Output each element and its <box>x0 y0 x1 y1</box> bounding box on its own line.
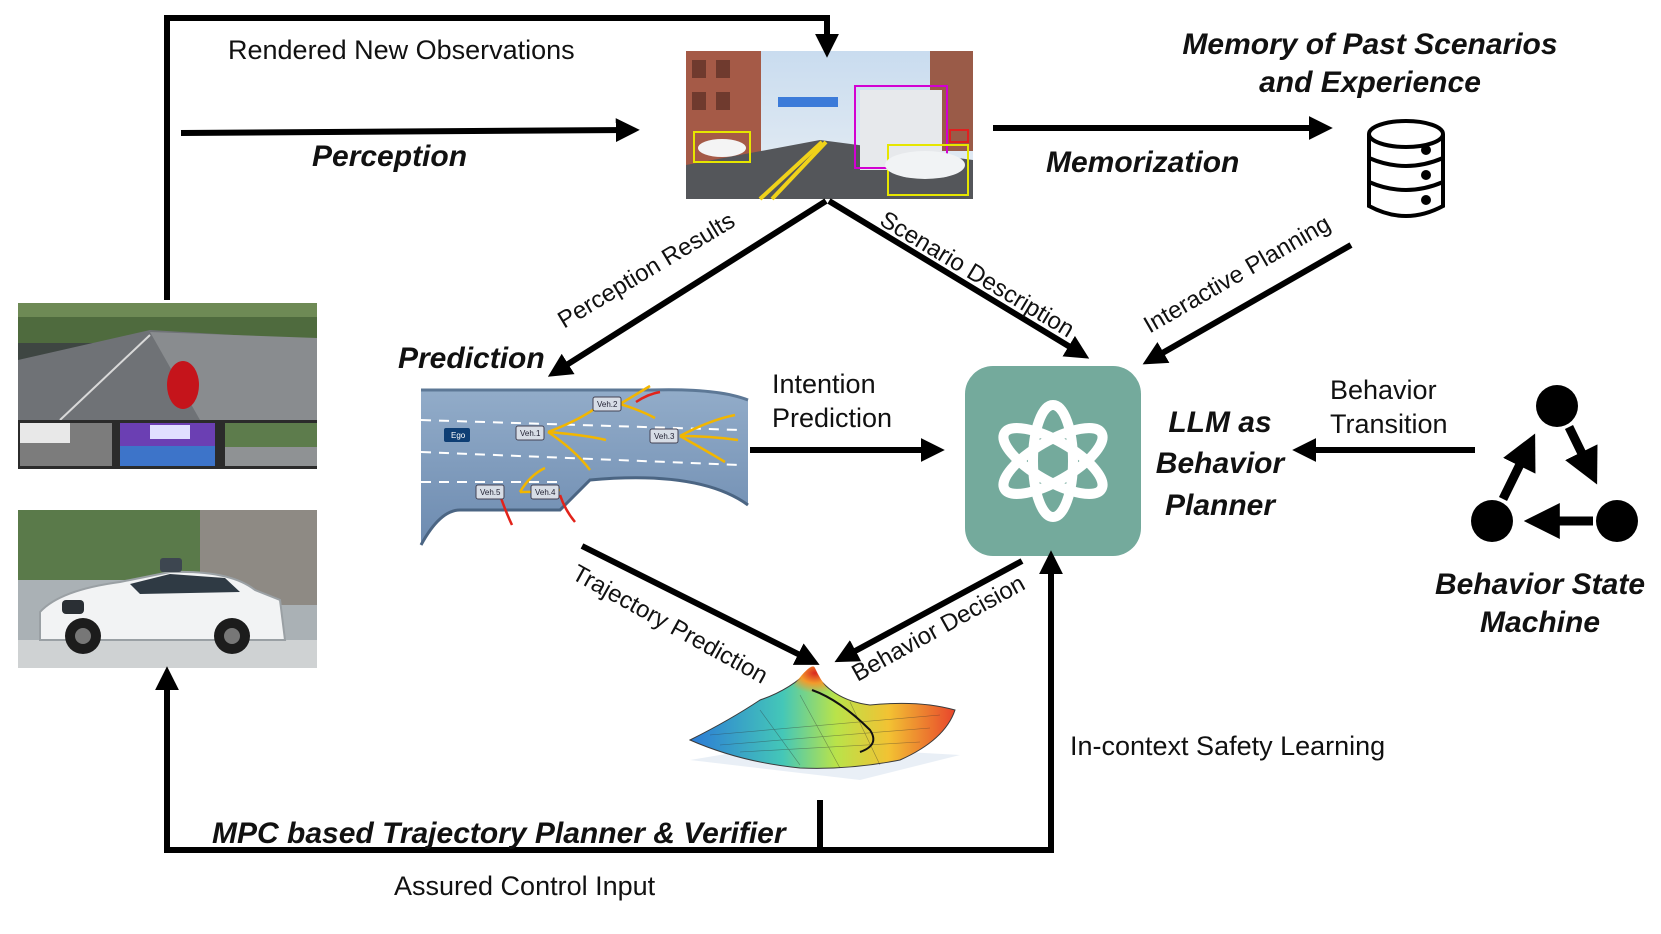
flow-arrows <box>155 15 1475 853</box>
label-assured-control-input: Assured Control Input <box>394 871 656 901</box>
vehicle-photo <box>18 510 317 668</box>
label-memory-line1: Memory of Past Scenarios <box>1182 28 1558 61</box>
arrow-behavior-decision <box>834 558 1024 663</box>
label-intention-prediction: Intention Prediction <box>772 368 892 436</box>
arrow-perception <box>180 118 640 143</box>
label-behavior-transition: Behavior Transition <box>1330 374 1448 442</box>
label-intention-line2: Prediction <box>772 402 893 433</box>
label-state-machine-line1: Behavior State <box>1434 568 1646 601</box>
cost-surface-plot <box>688 666 960 780</box>
arrow-interactive-planning <box>1142 242 1353 365</box>
road-label-veh3: Veh.3 <box>654 432 675 441</box>
label-llm-behavior-planner: LLM as Behavior Planner <box>1145 402 1295 526</box>
label-llm-line3: Planner <box>1164 488 1276 522</box>
perception-camera-image <box>686 51 973 201</box>
state-machine-icon <box>1471 385 1638 542</box>
label-behavior-transition-line1: Behavior <box>1330 375 1437 405</box>
label-intention-line1: Intention <box>772 369 876 399</box>
label-mpc-planner: MPC based Trajectory Planner & Verifier <box>212 817 786 850</box>
label-llm-line1: LLM as <box>1168 406 1272 439</box>
road-label-veh5: Veh.5 <box>480 488 501 497</box>
road-label-veh4: Veh.4 <box>535 488 556 497</box>
road-label-ego: Ego <box>451 431 466 440</box>
arrow-assured-control <box>155 666 820 853</box>
road-label-veh1: Veh.1 <box>520 429 541 438</box>
arrow-perception-results <box>547 198 828 377</box>
arrow-trajectory-prediction <box>580 543 820 665</box>
arrow-scenario-description <box>827 198 1090 359</box>
label-llm-line2: Behavior <box>1155 447 1285 481</box>
label-state-machine-line2: Machine <box>1479 605 1601 639</box>
arrow-rendered-observations <box>164 15 839 300</box>
label-prediction: Prediction <box>398 342 545 375</box>
label-memory-line2: and Experience <box>1259 65 1481 99</box>
label-in-context-safety-learning: In-context Safety Learning <box>1070 731 1386 761</box>
label-memory-title: Memory of Past Scenarios and Experience <box>1180 26 1560 101</box>
simulation-screenshot <box>18 303 317 469</box>
label-behavior-state-machine: Behavior State Machine <box>1420 566 1660 641</box>
llm-openai-logo <box>965 366 1141 556</box>
road-label-veh2: Veh.2 <box>597 400 618 409</box>
label-rendered-new-observations: Rendered New Observations <box>228 35 575 65</box>
arrow-in-context-safety <box>817 550 1063 853</box>
label-behavior-transition-line2: Transition <box>1330 408 1448 439</box>
label-perception: Perception <box>312 140 468 173</box>
openai-logo-icon <box>998 400 1108 522</box>
database-icon <box>1367 119 1445 218</box>
prediction-road-illustration: Ego Veh.1 Veh.2 Veh.3 Veh.4 Veh.5 <box>419 384 749 546</box>
label-memorization: Memorization <box>1046 146 1240 179</box>
